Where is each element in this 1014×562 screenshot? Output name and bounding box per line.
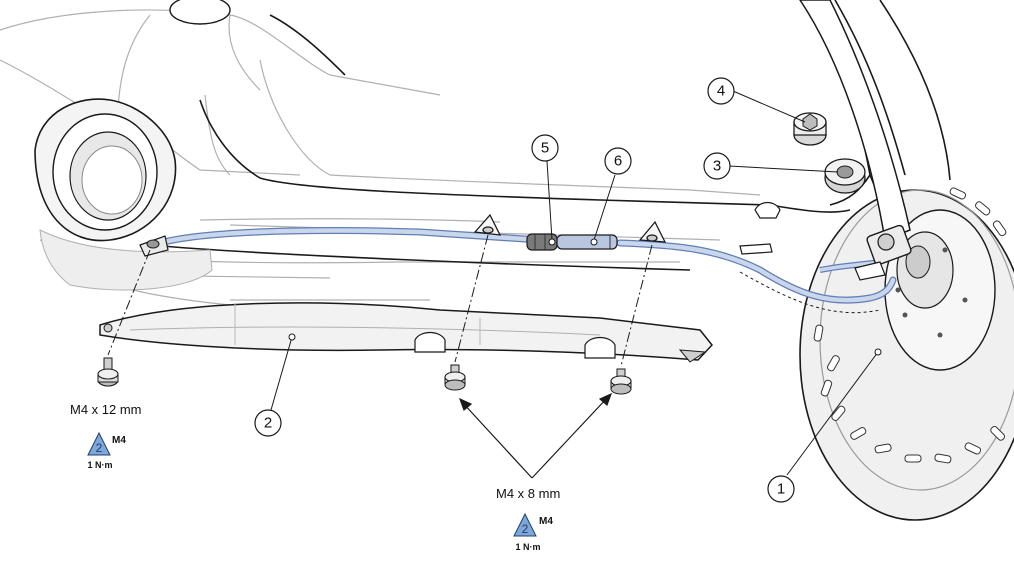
- cable-clip-left: [139, 235, 169, 257]
- svg-text:6: 6: [614, 153, 622, 170]
- torque-triangle-icon: [87, 431, 111, 456]
- assembly-axis-lines: [107, 234, 653, 367]
- leader-lines: [270, 90, 879, 476]
- cable-connector: [526, 233, 618, 251]
- bolt-m4x12: [97, 357, 119, 387]
- svg-text:4: 4: [717, 83, 725, 100]
- cable-clip: [473, 213, 667, 243]
- svg-text:1: 1: [777, 481, 785, 498]
- svg-text:2: 2: [264, 415, 272, 432]
- motor-plug: [854, 224, 912, 281]
- callout-2: 2: [254, 409, 282, 437]
- svg-text:2: 2: [522, 522, 529, 536]
- bolt-m4x8-right: [610, 368, 632, 395]
- svg-text:1 N·m: 1 N·m: [87, 460, 112, 470]
- svg-text:1 N·m: 1 N·m: [515, 542, 540, 552]
- svg-text:5: 5: [541, 140, 549, 157]
- bolt-arrows: [458, 392, 613, 479]
- bolt-spec-long-size: M4 x 12 mm: [70, 402, 142, 417]
- frame-lug: [169, 0, 231, 25]
- torque-badge-short: 2 M4 1 N·m: [513, 512, 553, 552]
- bolt-spec-short-size: M4 x 8 mm: [496, 486, 560, 501]
- motor-housing-shadow: [39, 229, 213, 291]
- svg-text:2: 2: [96, 441, 103, 455]
- svg-text:3: 3: [713, 158, 721, 175]
- callout-3: 3: [703, 152, 731, 180]
- callout-4: 4: [707, 77, 735, 105]
- part-4-plug-bolt: [793, 112, 827, 146]
- bolt-m4x8-left: [444, 364, 466, 391]
- torque-badge-long: 2 M4 1 N·m: [87, 431, 126, 470]
- disc-perforations: [813, 187, 1007, 464]
- pivot-tube: [34, 98, 177, 242]
- svg-text:M4: M4: [112, 435, 126, 446]
- part-2-guard-plate: [99, 302, 713, 363]
- drive-unit: [799, 187, 1014, 521]
- cable-route-dashed: [739, 271, 881, 314]
- callout-1: 1: [767, 475, 795, 503]
- callout-6: 6: [604, 147, 632, 175]
- callout-5: 5: [531, 134, 559, 162]
- torque-triangle-icon: [513, 512, 537, 537]
- frame-bracket: [739, 201, 781, 255]
- part-3-grommet: [824, 158, 866, 194]
- svg-text:M4: M4: [539, 516, 553, 527]
